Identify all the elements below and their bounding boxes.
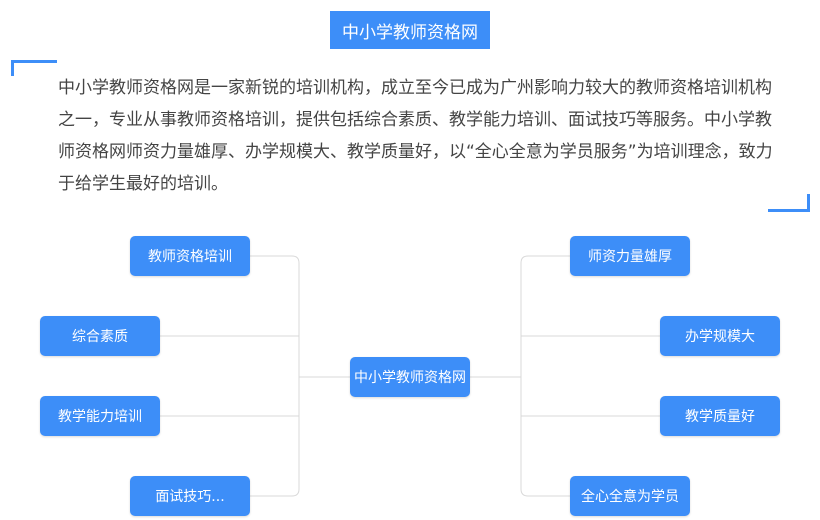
connector-left-bracket [250,255,300,497]
intro-paragraph: 中小学教师资格网是一家新锐的培训机构，成立至今已成为广州影响力较大的教师资格培训… [58,78,773,194]
right-node-teaching-quality[interactable]: 教学质量好 [660,396,780,436]
corner-bracket-top-left [11,60,57,76]
right-node-dedicated-service[interactable]: 全心全意为学员 [570,476,690,516]
corner-bracket-bottom-right [768,194,810,212]
left-node-interview-skills[interactable]: 面试技巧... [130,476,250,516]
right-node-strong-faculty[interactable]: 师资力量雄厚 [570,236,690,276]
left-node-teaching-ability[interactable]: 教学能力培训 [40,396,160,436]
right-node-large-scale[interactable]: 办学规模大 [660,316,780,356]
center-node[interactable]: 中小学教师资格网 [350,357,470,397]
left-node-teacher-training[interactable]: 教师资格培训 [130,236,250,276]
left-node-comprehensive-quality[interactable]: 综合素质 [40,316,160,356]
connector-right-bracket [520,255,570,497]
page-title: 中小学教师资格网 [330,11,490,49]
